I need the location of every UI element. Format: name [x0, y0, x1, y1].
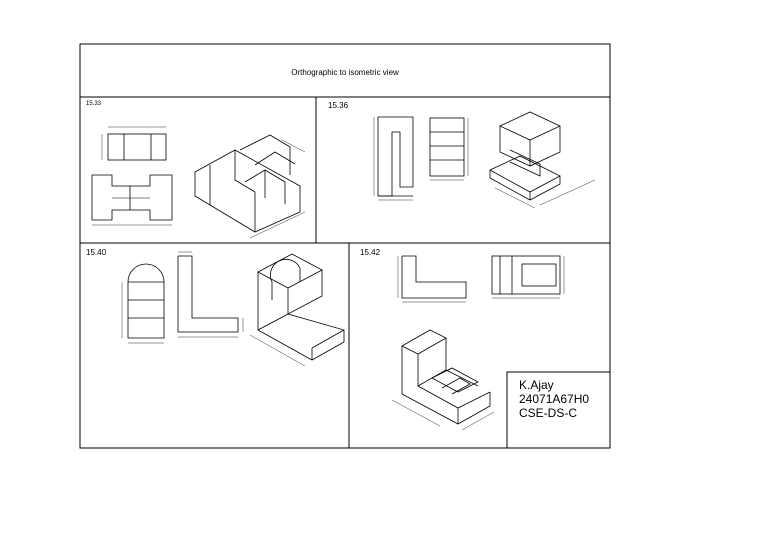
problem-number-15-42: 15.42	[360, 248, 381, 257]
student-name: K.Ajay	[519, 378, 554, 392]
signature-box	[506, 371, 610, 448]
student-roll-number: 24071A67H0	[519, 392, 590, 406]
problem-number-15-33: 15.33	[86, 101, 102, 107]
problem-number-15-40: 15.40	[86, 248, 107, 257]
problem-15-42-drawing	[391, 255, 565, 431]
problem-15-33-drawing	[91, 126, 306, 239]
problem-number-15-36: 15.36	[328, 101, 349, 110]
problem-15-40-drawing	[121, 251, 345, 367]
student-section: CSE-DS-C	[519, 406, 578, 420]
sheet-border	[79, 43, 611, 449]
sheet-title: Orthographic to isometric view	[291, 68, 399, 77]
problem-15-36-drawing	[373, 111, 596, 209]
